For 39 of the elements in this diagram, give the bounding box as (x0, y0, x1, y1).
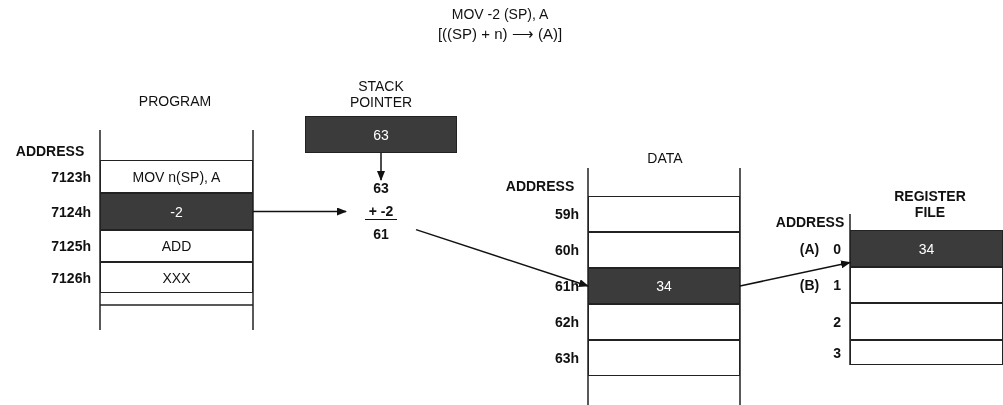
arrow (739, 260, 851, 287)
cell-value: ADD (161, 238, 192, 254)
address-label: 60h (554, 242, 579, 258)
address-label: 3 (833, 344, 841, 361)
address-label: 1 (833, 277, 841, 293)
address-label: 7124h (51, 203, 91, 220)
memory-cell (305, 116, 457, 153)
operation-text: [((SP) + n) ⟶ (A)] (436, 25, 564, 43)
address-label: 7126h (51, 269, 91, 286)
cell-value: 34 (918, 240, 935, 257)
column-heading: STACK POINTER (348, 78, 414, 110)
operand-text: 63 (373, 180, 389, 196)
address-label: 0 (833, 240, 841, 257)
address-label: 63h (554, 350, 579, 366)
column-heading: ADDRESS (504, 178, 576, 194)
address-label: 61h (554, 278, 579, 294)
address-label: 2 (833, 313, 841, 330)
arrow (377, 152, 385, 181)
address-label: (B) (799, 277, 820, 293)
address-label: 62h (554, 314, 579, 330)
column-heading: PROGRAM (137, 93, 213, 109)
address-label: 7123h (51, 168, 91, 185)
cell-value: -2 (170, 203, 183, 220)
address-label: (A) (799, 240, 820, 257)
instruction-title: MOV -2 (SP), A (450, 6, 550, 22)
address-label: 7125h (51, 238, 91, 254)
column-heading: ADDRESS (774, 214, 846, 230)
arrow (415, 228, 589, 287)
cell-value: 63 (373, 126, 389, 143)
address-label: 59h (554, 206, 579, 222)
column-heading: DATA (646, 150, 684, 166)
cell-value: MOV n(SP), A (132, 168, 221, 185)
arrow (252, 207, 347, 216)
cell-value: 34 (656, 278, 672, 294)
column-heading: REGISTER FILE (893, 188, 967, 220)
column-heading: ADDRESS (14, 143, 86, 159)
addend-text: + -2 (364, 202, 398, 220)
cell-value: XXX (162, 269, 191, 286)
result-text: 61 (373, 226, 389, 242)
